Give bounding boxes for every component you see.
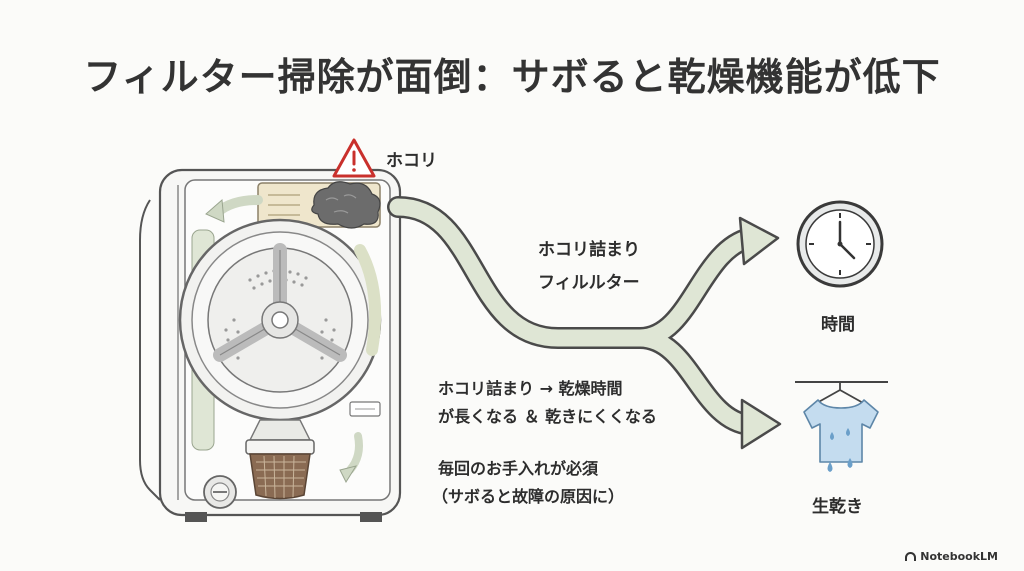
- notebooklm-logo-icon: [905, 552, 917, 561]
- clock-icon: [796, 200, 884, 288]
- effect-text-line2: が長くなる ＆ 乾きにくくなる: [438, 407, 657, 426]
- warning-icon: [332, 138, 376, 178]
- brand-logo: NotebookLM: [905, 550, 998, 563]
- drain-filter-basket: [245, 419, 315, 500]
- airflow-arrow-bottom: [339, 432, 363, 484]
- care-text-line1: 毎回のお手入れが必須: [438, 459, 599, 478]
- pipe-label-line2: フィルルター: [538, 273, 640, 293]
- tshirt-icon: [795, 381, 888, 463]
- pipe-label-line1: ホコリ詰まり: [538, 240, 640, 260]
- drain-cap: [203, 475, 237, 509]
- effect-text-line1: ホコリ詰まり → 乾燥時間: [438, 379, 623, 398]
- page-title: フィルター掃除が面倒：サボると乾燥機能が低下: [83, 55, 941, 99]
- wet-clothes-label: 生乾き: [812, 497, 863, 517]
- drum: [178, 218, 382, 422]
- airflow-arrow-top: [205, 195, 263, 223]
- time-label: 時間: [821, 315, 855, 335]
- care-text-line2: （サボると故障の原因に）: [432, 487, 625, 506]
- water-drop-icon: [827, 428, 853, 472]
- dust-clump-icon: [311, 181, 381, 229]
- dust-label: ホコリ: [386, 151, 437, 171]
- airflow-arrow-right: [354, 244, 382, 356]
- brand-name: NotebookLM: [920, 550, 998, 563]
- clog-flow-pipe: [387, 196, 782, 450]
